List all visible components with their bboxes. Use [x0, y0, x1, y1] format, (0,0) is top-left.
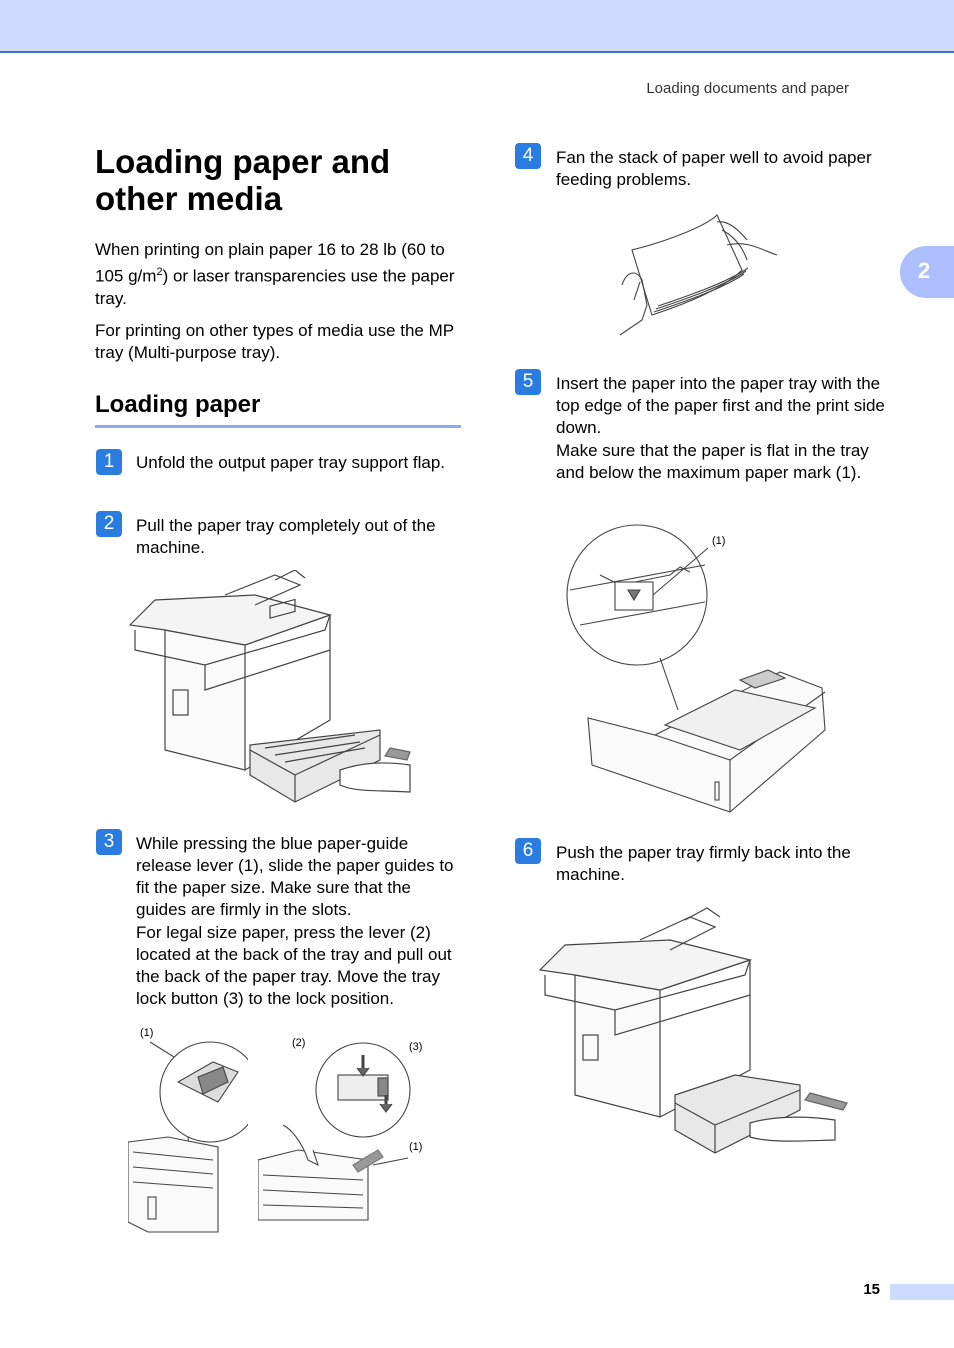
step-text-5b: Make sure that the paper is flat in the … — [556, 441, 869, 482]
intro-paragraph-2: For printing on other types of media use… — [95, 321, 454, 362]
callout-max-mark: (1) — [712, 535, 726, 547]
step-badge-6: 6 — [515, 838, 541, 864]
step-badge-4: 4 — [515, 143, 541, 169]
step-text-6: Push the paper tray firmly back into the… — [556, 843, 851, 884]
step-badge-2: 2 — [96, 511, 122, 537]
step-text-3: While pressing the blue paper-guide rele… — [136, 834, 454, 919]
machine-tray-out-illustration — [128, 570, 411, 803]
chapter-number: 2 — [918, 258, 931, 283]
step-text-5: Insert the paper into the paper tray wit… — [556, 374, 885, 437]
footer-bar — [890, 1284, 954, 1300]
paper-in-tray-illustration — [566, 524, 826, 813]
section-rule — [95, 425, 461, 428]
running-head: Loading documents and paper — [646, 80, 849, 97]
fanned-paper-illustration — [619, 214, 778, 336]
machine-tray-in-illustration — [538, 907, 848, 1154]
callout-release-lever-2: (1) — [409, 1141, 423, 1153]
step-badge-1: 1 — [96, 449, 122, 475]
legal-extension-illustration — [258, 1042, 411, 1221]
callout-lock-button: (3) — [409, 1041, 423, 1053]
callout-legal-lever: (2) — [292, 1037, 306, 1049]
page-title: Loading paper and other media — [95, 143, 391, 217]
intro-paragraph-1: When printing on plain paper 16 to 28 lb… — [95, 240, 455, 308]
chapter-tab: 2 — [900, 246, 954, 298]
paper-guide-illustration — [128, 1041, 248, 1233]
step-text-2: Pull the paper tray completely out of th… — [136, 516, 436, 557]
step-text-1: Unfold the output paper tray support fla… — [136, 453, 446, 472]
callout-release-lever: (1) — [140, 1027, 154, 1039]
step-badge-3: 3 — [96, 829, 122, 855]
section-title: Loading paper — [95, 391, 261, 418]
step-badge-5: 5 — [515, 369, 541, 395]
step-text-4: Fan the stack of paper well to avoid pap… — [556, 148, 872, 189]
page-number: 15 — [863, 1281, 880, 1298]
step-text-3b: For legal size paper, press the lever (2… — [136, 923, 452, 1008]
header-bar — [0, 0, 954, 53]
